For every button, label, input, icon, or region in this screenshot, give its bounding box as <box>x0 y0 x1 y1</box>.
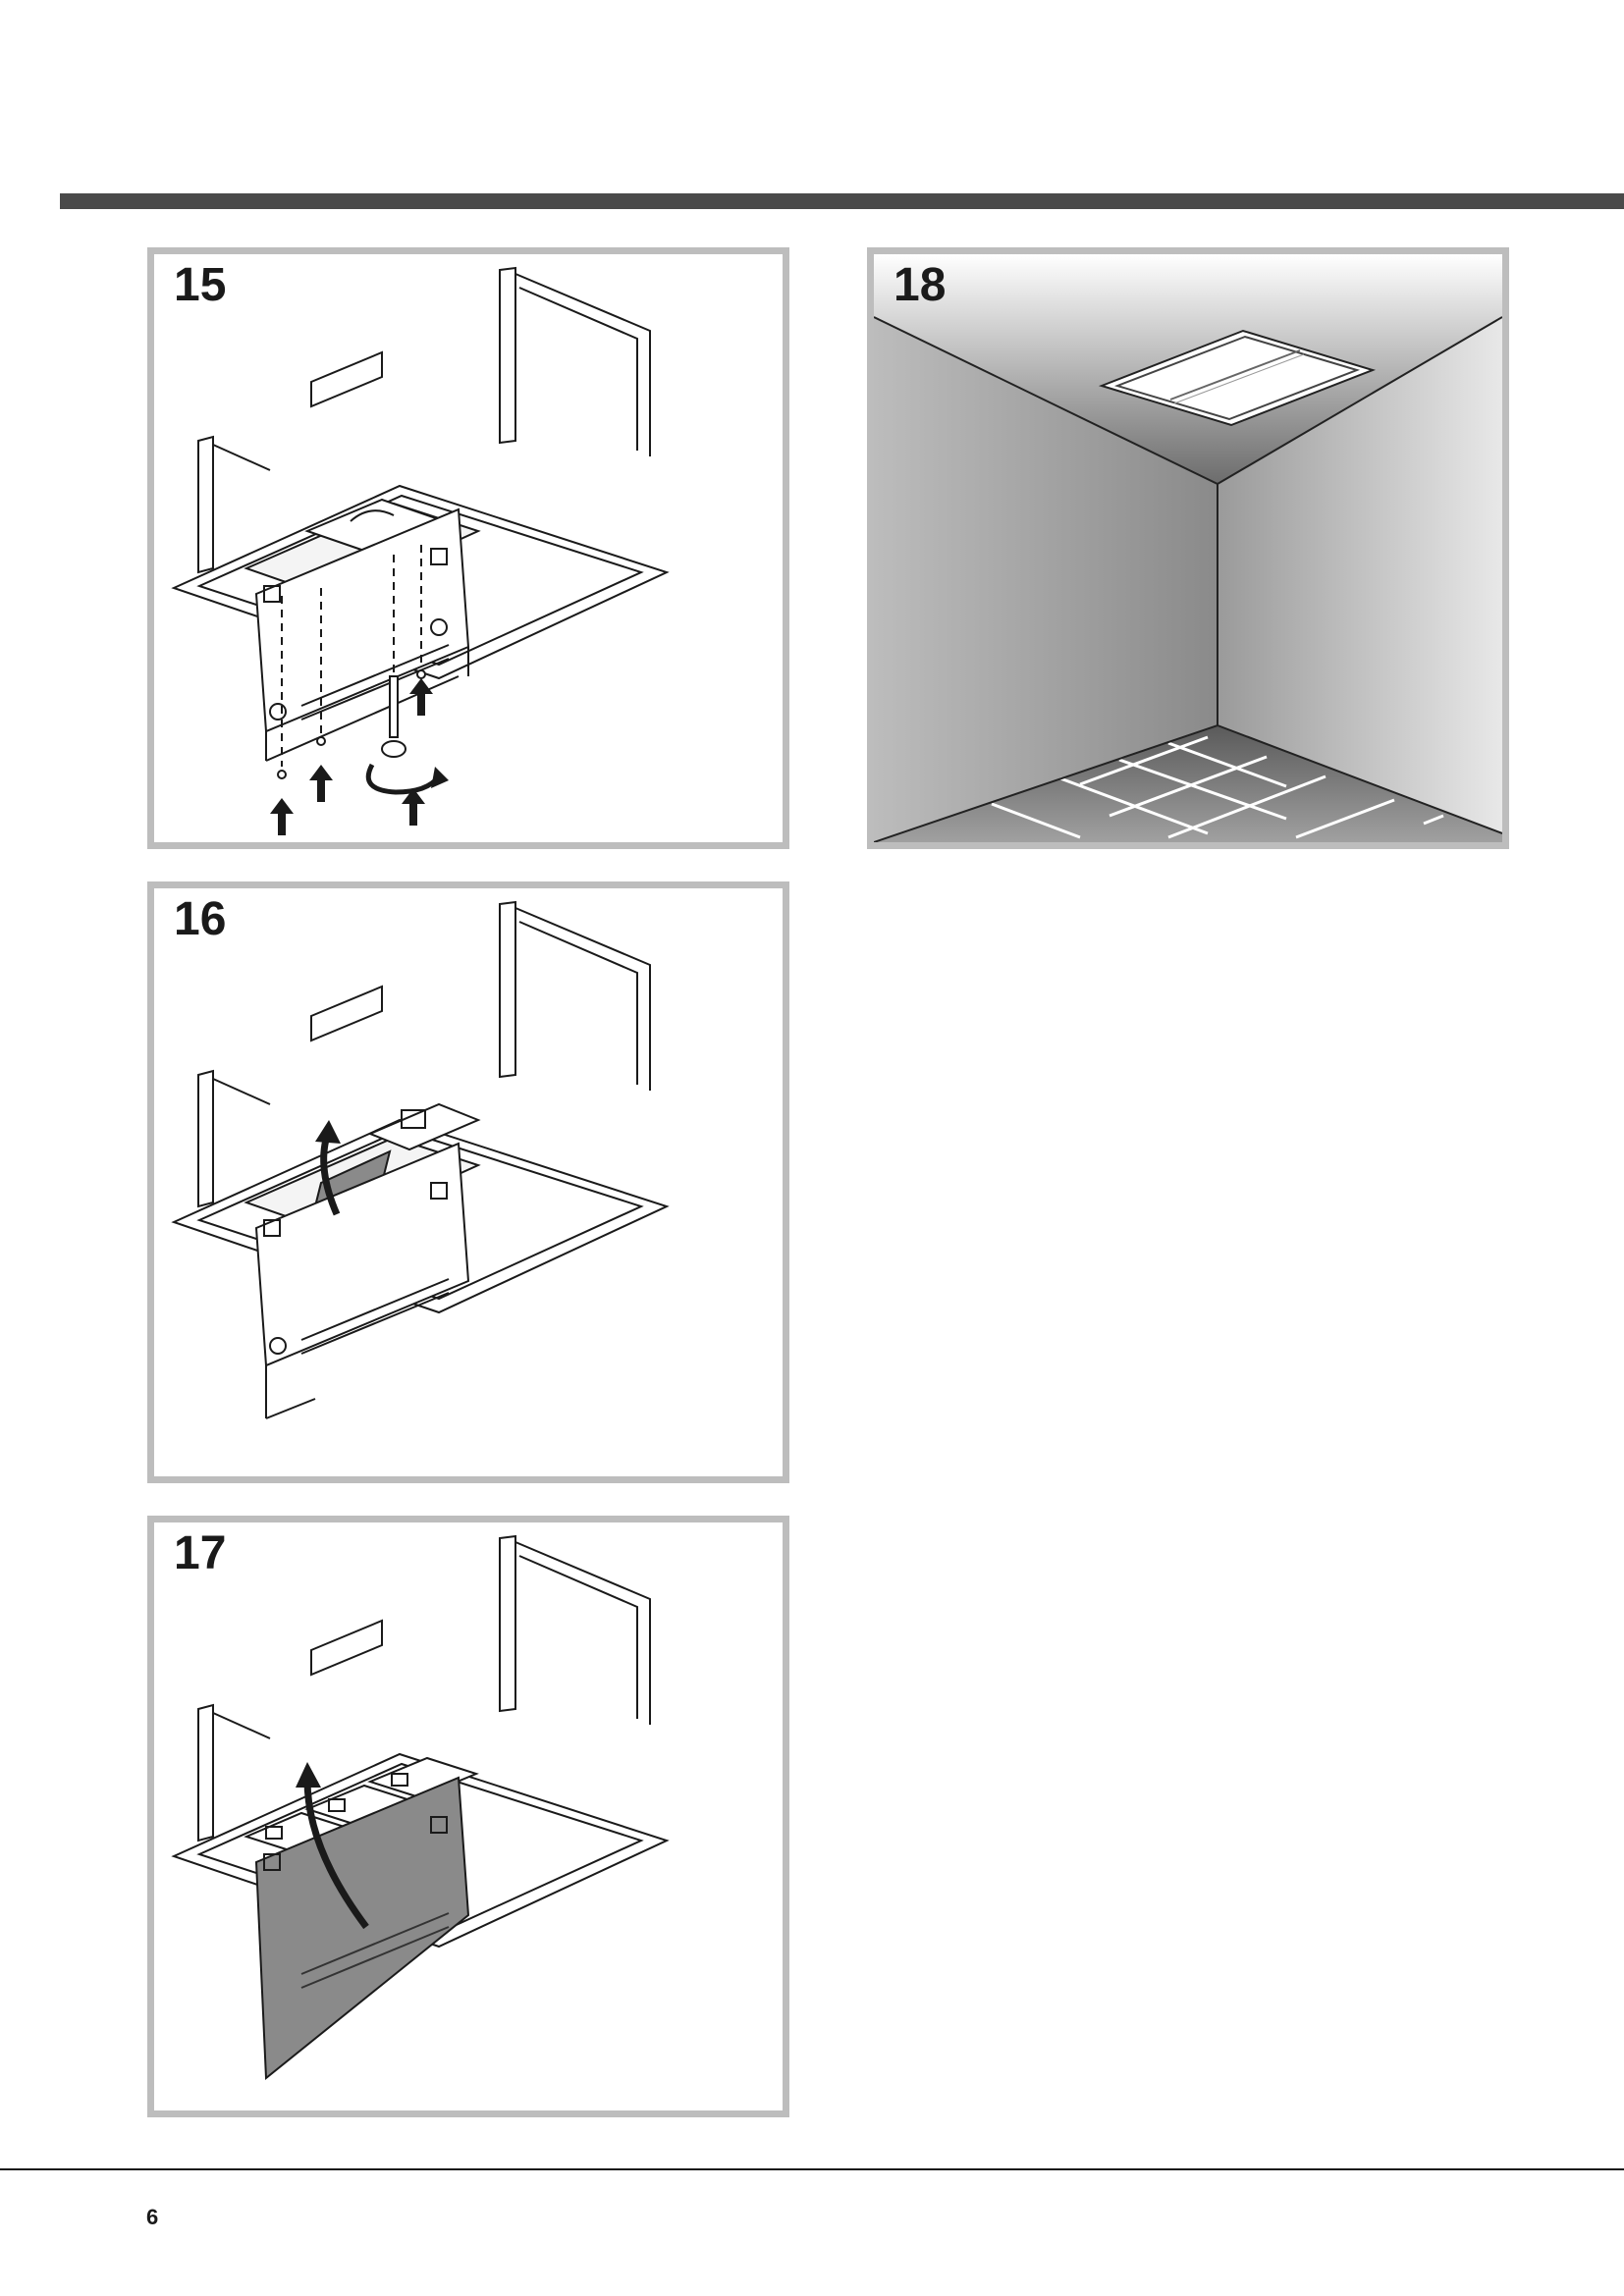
figure-18-panel: 18 <box>867 247 1509 849</box>
figure-number: 18 <box>893 259 947 311</box>
figure-number: 15 <box>174 259 227 311</box>
figure-number: 17 <box>174 1527 227 1579</box>
hood-filter-removal-illustration <box>171 900 670 1419</box>
header-rule <box>60 193 1624 209</box>
figure-17-panel: 17 <box>147 1516 789 2117</box>
figure-number: 16 <box>174 893 227 945</box>
ceiling-installed-hood-illustration <box>874 254 1502 842</box>
hood-panel-lift-illustration <box>171 1534 670 2081</box>
figure-15-panel: 15 <box>147 247 789 849</box>
hood-frame-screws-illustration <box>171 266 670 835</box>
figure-16-panel: 16 <box>147 881 789 1483</box>
page-number: 6 <box>146 2205 159 2229</box>
footer-rule <box>0 2168 1624 2170</box>
